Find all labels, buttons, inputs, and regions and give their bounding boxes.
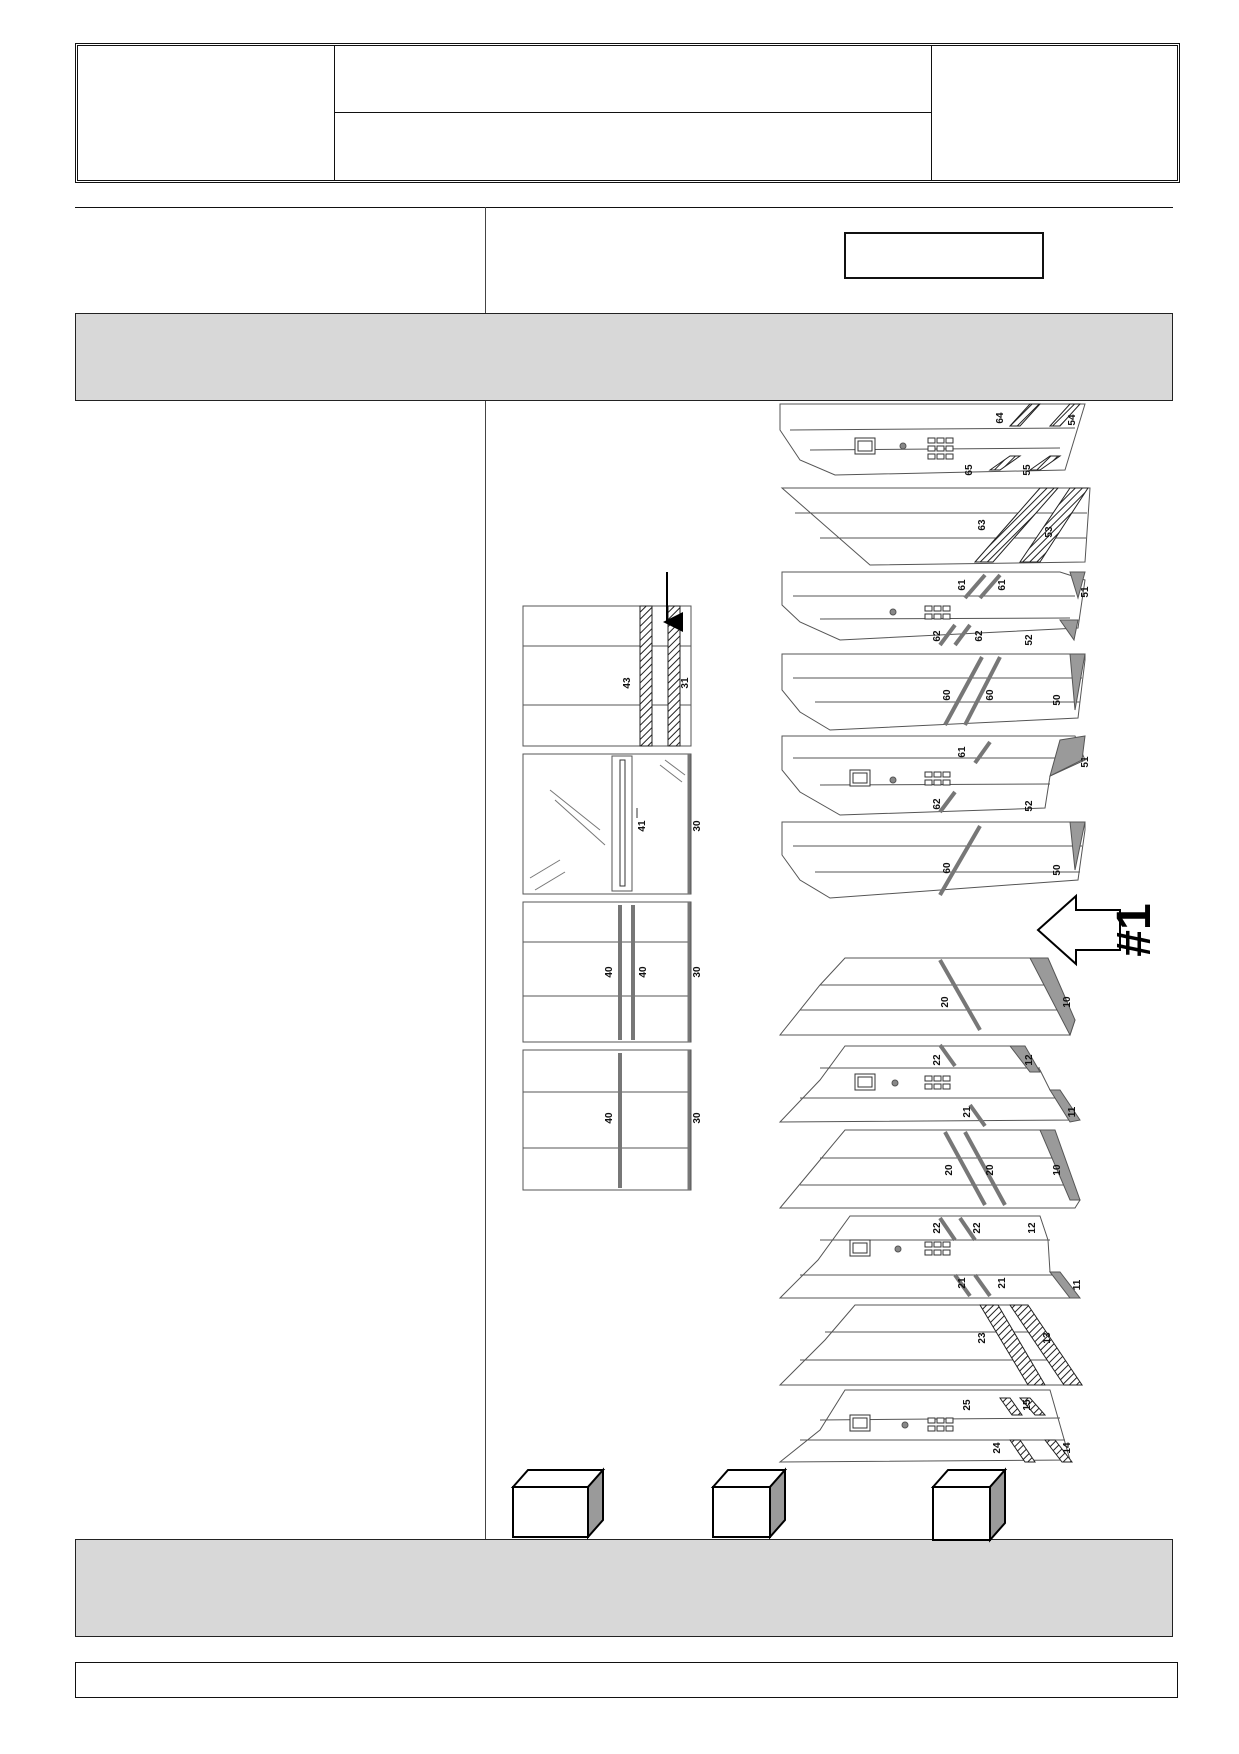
panel-controls-22-21-b [778,1215,1082,1299]
callout-number: 62 [932,630,943,642]
callout-number: 30 [692,966,703,978]
callout-number: 60 [985,689,996,701]
callout-number: 62 [974,630,985,642]
callout-number: 40 [604,1112,615,1124]
callout-number: 24 [992,1442,1003,1454]
panel-top-with-controls [779,403,1086,476]
box-2 [710,1467,788,1540]
callout-number: 30 [692,820,703,832]
box-1 [510,1467,606,1540]
rect-panel-40 [522,1049,692,1191]
footer-box [75,1662,1178,1698]
title-center-bottom [334,112,932,180]
callout-number: 30 [692,1112,703,1124]
title-block [75,43,1180,183]
callout-number: 60 [942,862,953,874]
callout-number: 55 [1022,464,1033,476]
callout-number: 60 [942,689,953,701]
callout-number: 52 [1024,634,1035,646]
callout-number: 53 [1044,526,1055,538]
rect-panel-43-31 [522,572,692,747]
callout-number: 64 [995,412,1006,424]
callout-number: 22 [932,1054,943,1066]
callout-number: 20 [985,1164,996,1176]
title-left-cell [78,46,335,180]
callout-number: 21 [997,1277,1008,1289]
callout-number: 11 [1072,1279,1083,1290]
panel-handle-20 [778,957,1076,1037]
panel-stack-left [522,572,692,1191]
panel-stack-right [778,403,1091,1463]
callout-number: 15 [1022,1399,1033,1411]
panel-bottom-hatched [778,1389,1074,1463]
callout-number: 54 [1067,414,1078,426]
title-center-top [334,46,932,113]
callout-number: 12 [1027,1222,1038,1234]
callout-number: 13 [1042,1332,1053,1344]
top-gray-band [75,313,1173,401]
callout-number: 12 [1024,1054,1035,1066]
callout-number: 10 [1052,1164,1063,1176]
callout-number: 63 [977,519,988,531]
callout-number: 25 [962,1399,973,1411]
label-box [844,232,1044,279]
callout-number: 20 [940,996,951,1008]
callout-number: 40 [604,966,615,978]
callout-number: 10 [1062,996,1073,1008]
callout-number: 20 [944,1164,955,1176]
column-divider [485,207,486,1539]
callout-number: 61 [997,579,1008,591]
callout-number: 22 [972,1222,983,1234]
rect-panel-40-40 [522,901,692,1043]
callout-number: 21 [962,1106,973,1118]
callout-number: 23 [977,1332,988,1344]
info-top-rule [75,207,1173,208]
callout-number: 40 [638,966,649,978]
rect-panel-glass-41 [522,753,692,895]
callout-number: 22 [932,1222,943,1234]
callout-number: 52 [1024,800,1035,812]
panel-handle-60-b [781,821,1086,899]
callout-numbers: 64 54 65 55 63 53 61 61 51 62 62 52 60 60 50 61 51 62 52 60… [604,412,1091,1454]
step-marker-label: #1 [1108,903,1161,956]
panel-controls-61-62 [781,571,1086,647]
bottom-gray-band [75,1539,1173,1637]
panel-handles-60 [781,653,1086,731]
callout-number: 11 [1067,1106,1078,1117]
callout-number: 51 [1080,756,1091,768]
panel-hatched-63-53 [780,487,1091,566]
callout-number: 65 [964,464,975,476]
callout-number: 50 [1052,864,1063,876]
panel-controls-22-21 [778,1043,1081,1128]
panel-hatched-23-13 [778,1304,1083,1386]
callout-number: 62 [932,798,943,810]
callout-number: 14 [1062,1442,1073,1454]
callout-number: 61 [957,746,968,758]
callout-number: 41 [637,820,648,832]
box-3 [930,1467,1008,1543]
panel-handles-20-b [778,1129,1081,1209]
callout-number: 50 [1052,694,1063,706]
callout-number: 61 [957,579,968,591]
step-marker-arrow: #1 [1036,893,1161,967]
callout-number: 21 [957,1277,968,1289]
panel-controls-61-62-b [781,735,1086,816]
callout-number: 43 [622,677,633,689]
callout-number: 31 [680,677,691,689]
callout-number: 51 [1080,586,1091,598]
